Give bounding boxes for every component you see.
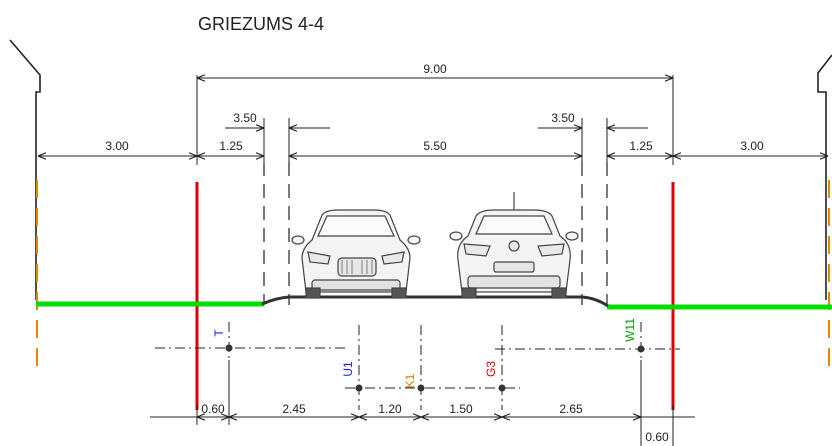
distance-5: 0.60 <box>645 430 669 444</box>
right-building-outline <box>817 54 832 300</box>
left-car-icon <box>291 209 421 299</box>
left-sidewalk-dimension: 3.00 <box>105 139 129 153</box>
right-strip-dimension: 1.25 <box>629 139 653 153</box>
distance-1: 2.45 <box>282 402 306 416</box>
right-offset-dimension: 3.50 <box>551 111 575 125</box>
left-strip-dimension: 1.25 <box>219 139 243 153</box>
overall-dimension: 9.00 <box>423 62 447 76</box>
distance-0: 0.60 <box>201 402 225 416</box>
left-offset-dimension: 3.50 <box>233 111 257 125</box>
distance-2: 1.20 <box>378 402 402 416</box>
orange-edge-lines <box>36 180 830 372</box>
utility-label-u1: U1 <box>341 361 355 377</box>
red-boundary-lines <box>195 182 675 410</box>
carriageway-dashed-edges <box>263 162 608 305</box>
carriageway-dimension: 5.50 <box>423 139 447 153</box>
right-sidewalk-dimension: 3.00 <box>740 139 764 153</box>
right-car-icon <box>449 192 579 299</box>
utility-label-g3: G3 <box>484 361 498 377</box>
left-building-outline <box>9 39 41 300</box>
section-title: GRIEZUMS 4-4 <box>198 14 324 34</box>
road-surface <box>261 295 609 308</box>
bottom-dimension-row <box>150 360 695 446</box>
distance-3: 1.50 <box>449 402 473 416</box>
utility-label-k1: K1 <box>403 373 417 388</box>
utility-label-t: T <box>212 329 226 337</box>
utility-centerlines <box>155 322 680 410</box>
distance-4: 2.65 <box>559 402 583 416</box>
utility-points <box>225 344 645 392</box>
utility-label-w11: W11 <box>623 318 637 342</box>
